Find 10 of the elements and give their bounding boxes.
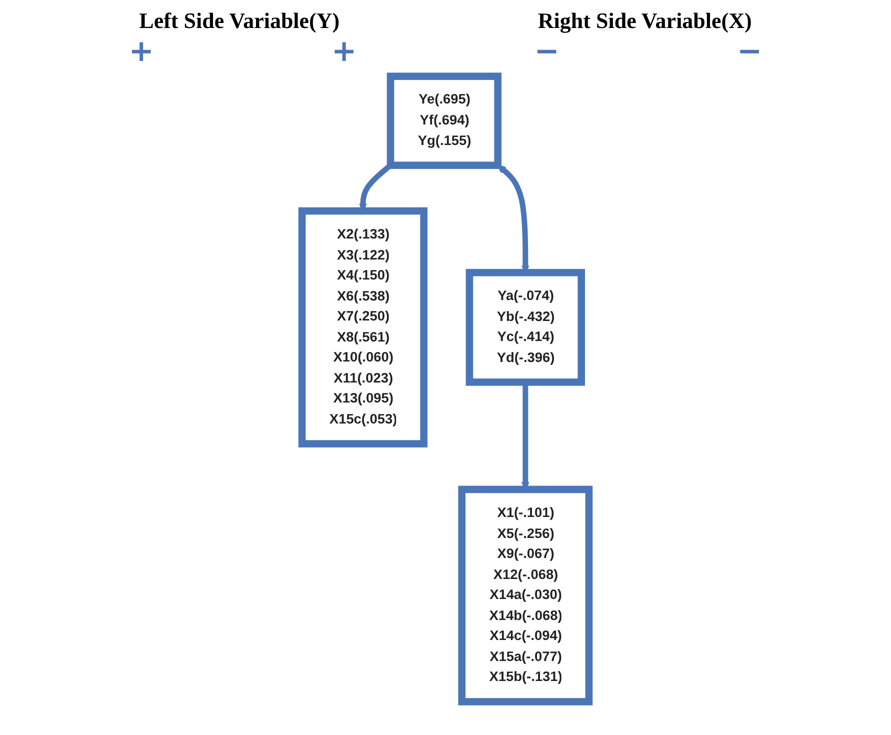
sign-label: −	[534, 34, 560, 69]
node-box: Ya(-.074) Yb(-.432) Yc(-.414) Yd(-.396)	[466, 268, 585, 386]
node-box: Ye(.695) Yf(.694) Yg(.155)	[386, 72, 502, 169]
column-heading: Right Side Variable(X)	[538, 8, 752, 34]
node-box: X2(.133) X3(.122) X4(.150) X6(.538) X7(.250) X8(.561) X10(.060) X11(.023) X13(.095) X15c(.053)	[298, 207, 428, 448]
sign-label: +	[128, 34, 154, 69]
sign-label: −	[737, 34, 762, 69]
sign-label: +	[332, 34, 357, 69]
node-box: X1(-.101) X5(-.256) X9(-.067) X12(-.068) X14a(-.030) X14b(-.068) X14c(-.094) X15a(-.077) X15b(-.131)	[458, 486, 593, 706]
column-heading: Left Side Variable(Y)	[139, 8, 340, 34]
